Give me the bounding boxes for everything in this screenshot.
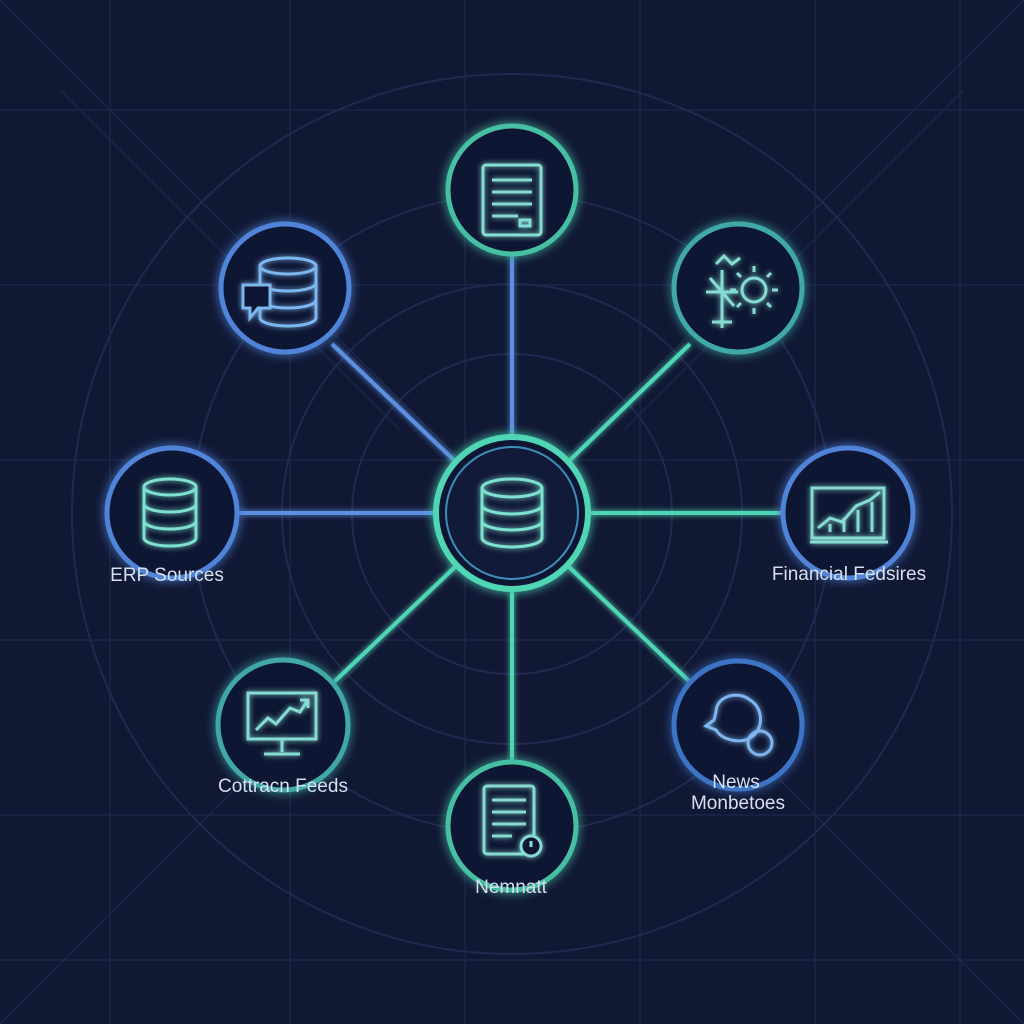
central-hub[interactable] (433, 434, 591, 592)
database-icon (480, 477, 544, 549)
node-top-left[interactable] (218, 221, 352, 355)
node-bottom[interactable] (445, 759, 579, 893)
network-gear-icon (706, 253, 778, 328)
connectors (238, 236, 782, 768)
node-news[interactable] (671, 658, 805, 792)
erp-label: ERP Sources (110, 565, 224, 586)
connector-news (566, 564, 692, 684)
node-contract[interactable] (215, 657, 351, 793)
monitor-chart-icon (246, 691, 318, 756)
database-chat-icon (241, 256, 318, 328)
database-icon (142, 477, 198, 548)
chat-bubbles-icon (702, 693, 774, 757)
news-label-line2: Monbetoes (691, 793, 785, 814)
node-erp[interactable] (104, 445, 240, 581)
connector-contract (332, 564, 458, 684)
connector-top-right (566, 342, 692, 464)
node-top-right[interactable] (671, 221, 805, 355)
bottom-label: Nemnatt (475, 877, 548, 898)
contract-label: Cottracn Feeds (218, 776, 348, 797)
node-top[interactable] (445, 123, 579, 257)
connector-top-left (330, 342, 458, 464)
node-financial[interactable] (780, 445, 916, 581)
document-icon (481, 163, 543, 237)
bar-chart-icon (810, 486, 888, 544)
news-label-line1: News (712, 772, 760, 793)
financial-label: Financial Fedsires (772, 564, 926, 585)
document-clock-icon (482, 784, 543, 858)
